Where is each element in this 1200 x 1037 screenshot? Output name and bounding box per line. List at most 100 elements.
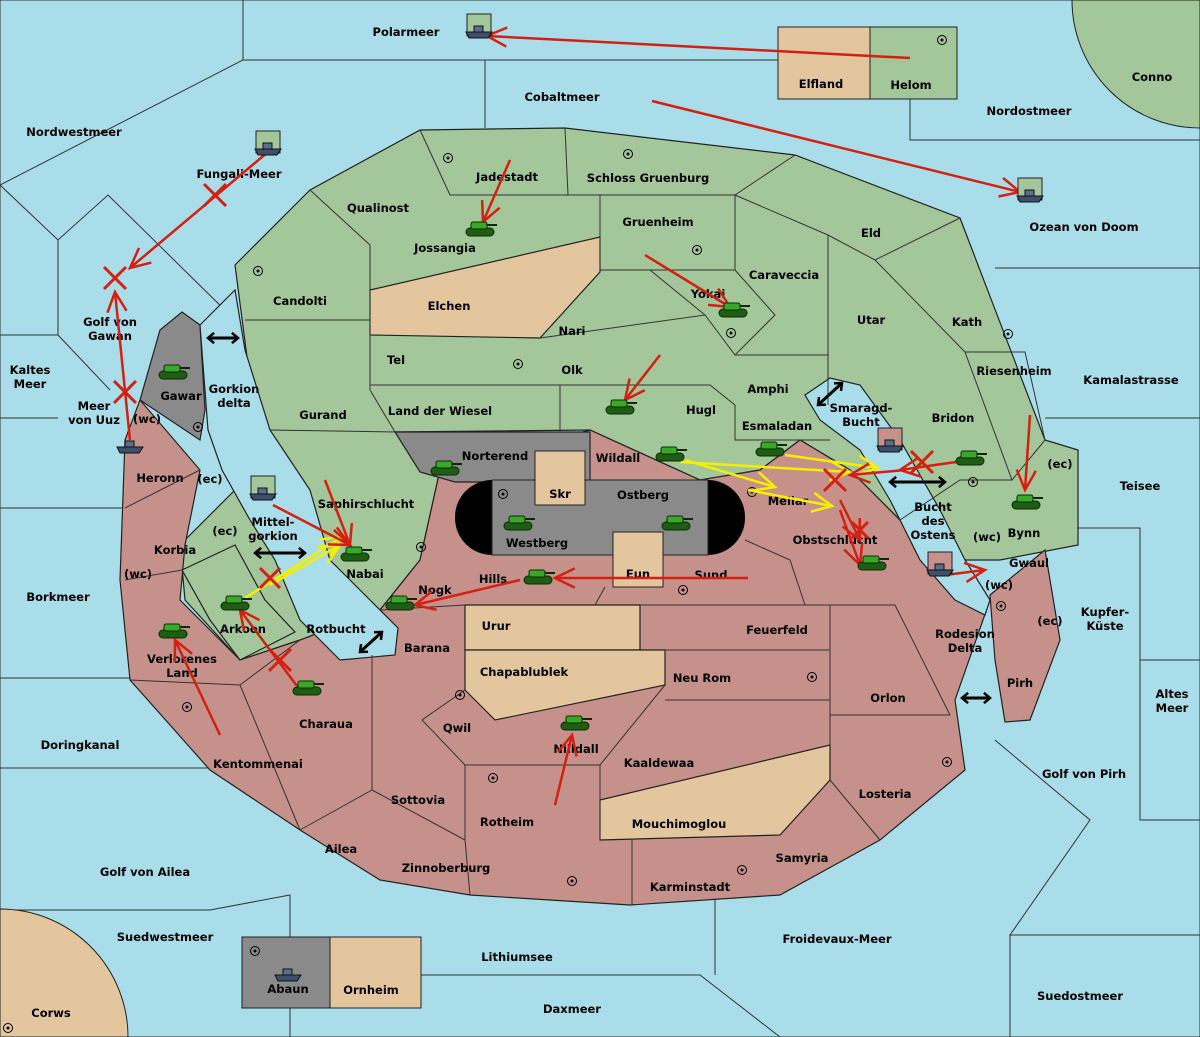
support-arrow: [747, 488, 835, 513]
supply-center-icon: [455, 690, 465, 700]
territory-label: Feuerfeld: [746, 623, 808, 637]
territory-label: Cobaltmeer: [524, 90, 599, 104]
label-line: Olk: [561, 363, 583, 377]
move-arrow: [553, 732, 578, 806]
fleet-ship-icon[interactable]: [254, 130, 282, 156]
territory-label: Jadestadt: [475, 170, 538, 184]
label-line: gorkion: [248, 529, 297, 543]
label-line: Ailea: [325, 842, 357, 856]
supply-center-icon: [182, 702, 192, 712]
label-line: Heronn: [136, 471, 183, 485]
label-line: Meer: [78, 399, 111, 413]
supply-center-icon: [737, 865, 747, 875]
label-line: Küste: [1086, 619, 1123, 633]
label-line: Mittel-: [252, 515, 295, 529]
convoy-double-arrow-icon: [253, 546, 307, 560]
label-line: Rotbucht: [306, 622, 366, 636]
label-line: Meer: [14, 377, 47, 391]
fleet-ship-icon[interactable]: [274, 968, 302, 982]
label-line: Qualinost: [347, 201, 410, 215]
territory-label: (ec): [1037, 614, 1062, 628]
units: [116, 13, 1044, 982]
supply-center-icon: [498, 489, 508, 499]
label-line: Losteria: [859, 787, 912, 801]
army-tank-icon[interactable]: [655, 446, 687, 462]
army-tank-icon[interactable]: [340, 546, 372, 562]
supply-center-icon: [443, 153, 453, 163]
label-line: Pirh: [1007, 676, 1033, 690]
army-tank-icon[interactable]: [605, 399, 637, 415]
army-tank-icon[interactable]: [718, 302, 750, 318]
army-tank-icon[interactable]: [465, 221, 497, 237]
label-line: Golf von Ailea: [100, 865, 190, 879]
label-line: Gwaul: [1009, 556, 1049, 570]
label-line: Sund: [695, 568, 728, 582]
label-line: Korbia: [154, 543, 196, 557]
fleet-ship-icon[interactable]: [465, 13, 493, 39]
territory-label: Jossangia: [413, 241, 476, 255]
territory-label: Candolti: [273, 294, 327, 308]
army-tank-icon[interactable]: [430, 460, 462, 476]
territory-label: (wc): [124, 567, 152, 581]
fleet-ship-icon[interactable]: [876, 427, 904, 453]
label-line: Bucht: [842, 415, 880, 429]
army-tank-icon[interactable]: [955, 450, 987, 466]
label-line: Suedwestmeer: [117, 930, 214, 944]
fleet-ship-icon[interactable]: [1016, 177, 1044, 203]
label-line: Hills: [479, 572, 507, 586]
army-tank-icon[interactable]: [857, 555, 889, 571]
army-tank-icon[interactable]: [220, 595, 252, 611]
territory-label: Rotheim: [480, 815, 534, 829]
territory-label: Chapablublek: [480, 665, 569, 679]
territory-label: (ec): [212, 524, 237, 538]
label-line: Qwil: [443, 721, 471, 735]
fleet-ship-icon[interactable]: [116, 440, 144, 454]
army-tank-icon[interactable]: [560, 715, 592, 731]
army-tank-icon[interactable]: [158, 623, 190, 639]
label-line: Norterend: [462, 449, 528, 463]
territory-label: Kupfer-Küste: [1081, 605, 1130, 633]
label-line: (ec): [1037, 614, 1062, 628]
army-tank-icon[interactable]: [503, 515, 535, 531]
label-line: Gawar: [160, 389, 202, 403]
territory-label: Riesenheim: [976, 364, 1051, 378]
territory-label: Smaragd-Bucht: [830, 401, 893, 429]
territory-label: Wildall: [596, 451, 640, 465]
label-line: Altes: [1156, 687, 1189, 701]
supply-center-icon: [942, 757, 952, 767]
army-tank-icon[interactable]: [755, 441, 787, 457]
label-line: Chapablublek: [480, 665, 569, 679]
territory-label: Golf von Pirh: [1042, 767, 1126, 781]
territory-label: Rotbucht: [306, 622, 366, 636]
label-line: Ornheim: [343, 983, 399, 997]
army-tank-icon[interactable]: [1011, 494, 1043, 510]
territory-label: Eld: [861, 226, 881, 240]
territory-label: Ailea: [325, 842, 357, 856]
territory-label: Amphi: [747, 382, 788, 396]
supply-center-icon: [567, 876, 577, 886]
label-line: Wildall: [596, 451, 640, 465]
territory-label: Samyria: [776, 851, 829, 865]
territory-label: Mellar: [768, 494, 809, 508]
territory-label: Losteria: [859, 787, 912, 801]
failed-order-x-icon: [202, 182, 228, 208]
army-tank-icon[interactable]: [661, 515, 693, 531]
label-line: Fungali-Meer: [196, 167, 281, 181]
fleet-ship-icon[interactable]: [249, 475, 277, 501]
army-tank-icon[interactable]: [292, 680, 324, 696]
territory-label: Ostberg: [617, 488, 669, 502]
conno-territory: [1071, 0, 1200, 129]
army-tank-icon[interactable]: [385, 595, 417, 611]
label-line: Kentommenai: [213, 757, 303, 771]
label-line: Eld: [861, 226, 881, 240]
army-tank-icon[interactable]: [523, 569, 555, 585]
chapablublek-territory: [464, 649, 666, 721]
label-line: Nari: [559, 324, 586, 338]
territory-label: (ec): [197, 472, 222, 486]
army-tank-icon[interactable]: [158, 364, 190, 380]
label-line: Nordostmeer: [987, 104, 1072, 118]
label-line: Jadestadt: [475, 170, 538, 184]
fleet-ship-icon[interactable]: [926, 551, 954, 577]
convoy-double-arrow-icon: [358, 630, 384, 654]
